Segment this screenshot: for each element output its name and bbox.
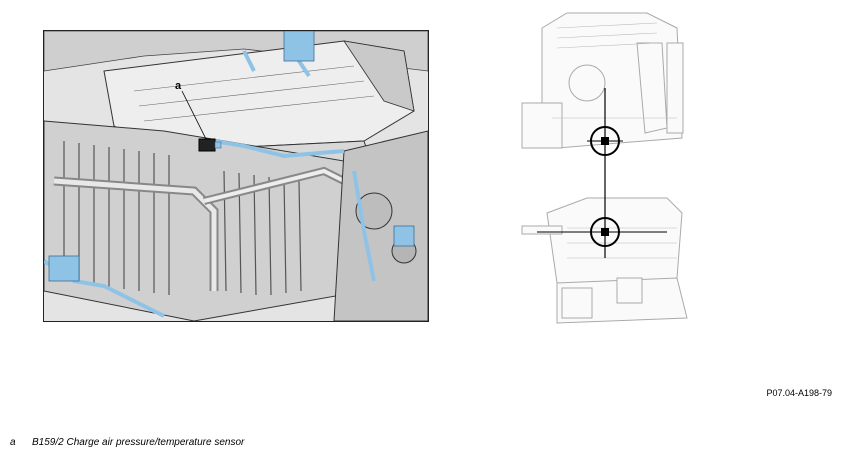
figure-reference-code: P07.04-A198-79 <box>766 388 832 398</box>
legend-text: B159/2 Charge air pressure/temperature s… <box>32 437 245 448</box>
legend-item: a B159/2 Charge air pressure/temperature … <box>10 437 244 448</box>
charge-air-sensor <box>198 138 222 152</box>
legend-key: a <box>10 437 16 448</box>
engine-illustration: a <box>43 30 429 322</box>
locator-view-side <box>517 188 697 338</box>
callout-leader <box>181 90 207 140</box>
locator-view-top <box>517 8 697 188</box>
charge-air-cooler <box>44 120 365 321</box>
callout-letter: a <box>175 80 182 92</box>
